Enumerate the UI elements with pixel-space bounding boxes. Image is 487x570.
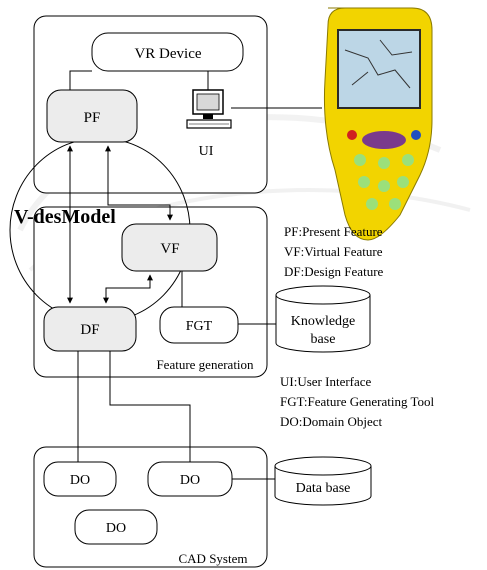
fgt-label: FGT (186, 319, 213, 334)
legend-fgt: FGT:Feature Generating Tool (280, 394, 435, 409)
legend-df: DF:Design Feature (284, 264, 384, 279)
legend-vf: VF:Virtual Feature (284, 244, 383, 259)
pf-vf-arrow (105, 145, 173, 221)
cad-system-label: CAD System (179, 551, 248, 566)
do-label-3: DO (106, 521, 126, 536)
knowledge-base-label-line2: base (311, 332, 336, 347)
df-node (43, 306, 137, 352)
feature-generation-label: Feature generation (156, 357, 254, 372)
model-title: V-desModel (14, 206, 116, 228)
vf-label: VF (160, 241, 179, 257)
df-label: DF (80, 322, 99, 338)
fgt-node (159, 306, 239, 344)
legend-pf: PF:Present Feature (284, 224, 383, 239)
pf-vr-link (69, 70, 92, 90)
ui-label: UI (199, 144, 214, 159)
do-node-1 (43, 461, 117, 497)
vf-node (121, 223, 218, 272)
df-vf-arrow (103, 274, 153, 304)
pf-node (46, 89, 138, 143)
computer-icon (186, 89, 232, 129)
nav-pad-icon (362, 131, 406, 149)
do-label-2: DO (180, 473, 200, 488)
knowledge-base-node (275, 285, 371, 353)
df-do2-link (109, 351, 191, 462)
pf-label: PF (84, 110, 101, 126)
knowledge-base-label-line1: Knowledge (291, 314, 356, 329)
legend-ui: UI:User Interface (280, 374, 372, 389)
do-node-3 (74, 509, 158, 545)
do-label-1: DO (70, 473, 90, 488)
data-base-node (274, 456, 372, 506)
data-base-label: Data base (296, 481, 351, 496)
legend-do: DO:Domain Object (280, 414, 383, 429)
vr-device-node (91, 32, 244, 72)
handheld-device-image (323, 7, 433, 241)
vr-device-label: VR Device (134, 46, 201, 62)
